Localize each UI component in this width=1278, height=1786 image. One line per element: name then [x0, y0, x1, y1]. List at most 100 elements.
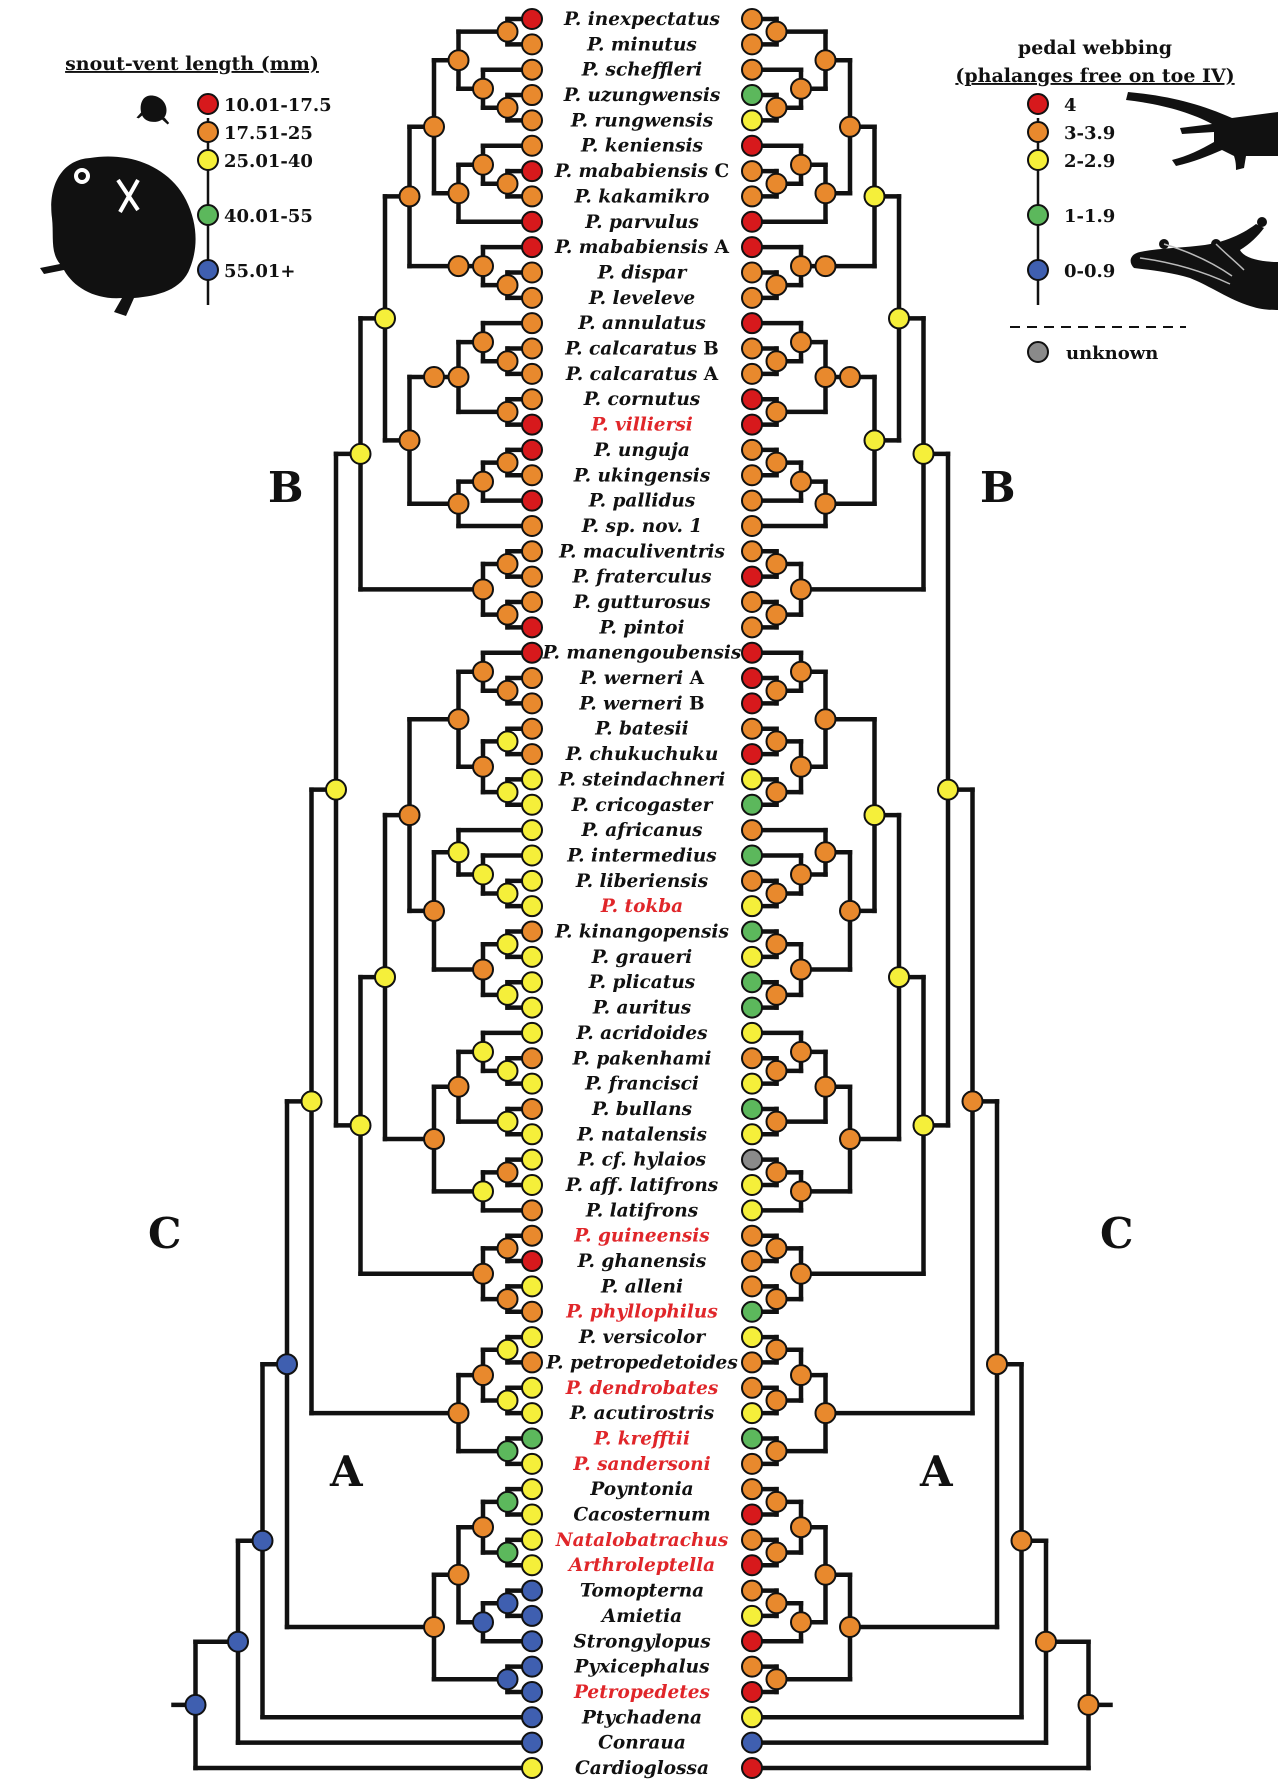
tip-state-dot — [741, 1503, 763, 1526]
taxon-label: P. acridoides — [575, 1023, 708, 1044]
taxon-label: Tomopterna — [580, 1581, 704, 1602]
ancestral-state-dot — [447, 255, 470, 278]
tip-state-dot — [521, 109, 543, 132]
tip-state-dot — [741, 312, 763, 335]
tip-state-dot — [741, 641, 763, 664]
tip-state-dot — [521, 1250, 543, 1273]
ancestral-state-dot — [472, 1516, 494, 1539]
ancestral-state-dot — [765, 451, 788, 474]
clade-label-a-right: A — [919, 1447, 954, 1496]
ancestral-state-dot — [251, 1529, 274, 1552]
ancestral-state-dot — [447, 366, 470, 389]
tip-state-dot — [521, 945, 543, 968]
tip-state-dot — [521, 362, 543, 385]
taxon-label: P. calcaratus B — [564, 339, 718, 360]
tip-state-dot — [521, 844, 543, 867]
tip-state-dot — [521, 1503, 543, 1526]
taxon-label: P. minutus — [586, 34, 697, 55]
tip-state-dot — [741, 58, 763, 81]
ancestral-state-dot — [496, 1338, 519, 1361]
tip-state-dot — [521, 464, 543, 487]
tip-state-dot — [521, 1427, 543, 1450]
ancestral-state-dot — [496, 1440, 519, 1463]
clade-label-c-left: C — [148, 1209, 181, 1258]
ancestral-state-dot — [496, 933, 519, 956]
taxon-label: P. dendrobates — [565, 1378, 719, 1399]
tip-state-dot — [741, 1275, 763, 1298]
taxon-label: P. petropedetoides — [545, 1352, 738, 1373]
tip-state-dot — [521, 33, 543, 56]
tip-state-dot — [521, 743, 543, 766]
ancestral-state-dot — [765, 933, 788, 956]
ancestral-state-dot — [814, 49, 837, 72]
ancestral-state-dot — [765, 274, 788, 297]
ancestral-state-dot — [496, 1110, 519, 1133]
unknown-legend-dot — [1027, 341, 1049, 363]
ancestral-state-dot — [1077, 1693, 1100, 1716]
taxon-label: P. natalensis — [576, 1124, 707, 1145]
ancestral-state-dot — [765, 1389, 788, 1412]
ancestral-state-dot — [961, 1090, 984, 1113]
tip-state-dot — [521, 1731, 543, 1754]
ancestral-state-dot — [496, 730, 519, 753]
ancestral-state-dot — [765, 1490, 788, 1513]
ancestral-state-dot — [472, 153, 494, 176]
webbing-legend: pedal webbing (phalanges free on toe IV)… — [955, 37, 1278, 364]
tip-state-dot — [741, 1300, 763, 1323]
taxon-label: P. sandersoni — [572, 1454, 710, 1475]
tip-state-dot — [521, 1021, 543, 1044]
tip-state-dot — [741, 236, 763, 259]
taxon-label: P. africanus — [580, 820, 703, 841]
ancestral-state-dot — [447, 1402, 470, 1425]
ancestral-state-dot — [790, 958, 812, 981]
tip-state-dot — [741, 1123, 763, 1146]
ancestral-state-dot — [398, 804, 421, 827]
tip-state-dot — [521, 1174, 543, 1196]
ancestral-state-dot — [496, 350, 519, 373]
taxon-label: P. manengoubensis — [542, 643, 742, 664]
ancestral-state-dot — [790, 755, 812, 778]
webbing-legend-dot — [1027, 204, 1049, 226]
ancestral-state-dot — [496, 1059, 519, 1082]
taxon-label: P. rungwensis — [570, 110, 714, 131]
tip-state-dot — [741, 337, 763, 360]
taxon-label: P. intermedius — [566, 845, 717, 866]
tip-state-dot — [521, 286, 543, 309]
ancestral-state-dot — [765, 172, 788, 195]
ancestral-state-dot — [863, 185, 886, 208]
tip-state-dot — [521, 1072, 543, 1095]
webbing-legend-label: 2-2.9 — [1064, 151, 1115, 172]
ancestral-state-dot — [447, 841, 470, 864]
tip-state-dot — [741, 1402, 763, 1425]
tip-state-dot — [741, 1757, 763, 1779]
tip-state-dot — [521, 895, 543, 918]
ancestral-state-dot — [888, 307, 910, 330]
taxon-label: P. ukingensis — [573, 465, 711, 486]
tip-state-dot — [521, 996, 543, 1019]
ancestral-state-dot — [496, 679, 519, 702]
webbing-legend-dot — [1027, 259, 1049, 281]
ancestral-state-dot — [839, 1616, 861, 1639]
ancestral-state-dot — [496, 1161, 519, 1184]
ancestral-state-dot — [423, 899, 445, 922]
ancestral-state-dot — [496, 400, 519, 423]
ancestral-state-dot — [765, 96, 788, 119]
taxon-label: P. kinangopensis — [554, 922, 729, 943]
tip-state-dot — [521, 388, 543, 411]
taxon-label: P. unguja — [593, 440, 690, 461]
ancestral-state-dot — [496, 983, 519, 1006]
tip-state-dot — [741, 895, 763, 918]
svl-legend-label: 17.51-25 — [224, 123, 313, 144]
ancestral-state-dot — [765, 1668, 788, 1691]
tip-state-dot — [521, 1047, 543, 1070]
ancestral-state-dot — [472, 1180, 494, 1203]
tip-state-dot — [741, 413, 763, 436]
taxon-label: P. guineensis — [573, 1226, 710, 1247]
tip-state-dot — [521, 1376, 543, 1399]
tip-state-dot — [741, 793, 763, 816]
ancestral-state-dot — [1010, 1529, 1033, 1552]
tip-state-dot — [521, 134, 543, 157]
taxon-label: Pyxicephalus — [573, 1657, 710, 1678]
ancestral-state-dot — [472, 1364, 494, 1387]
ancestral-state-dot — [986, 1353, 1008, 1376]
